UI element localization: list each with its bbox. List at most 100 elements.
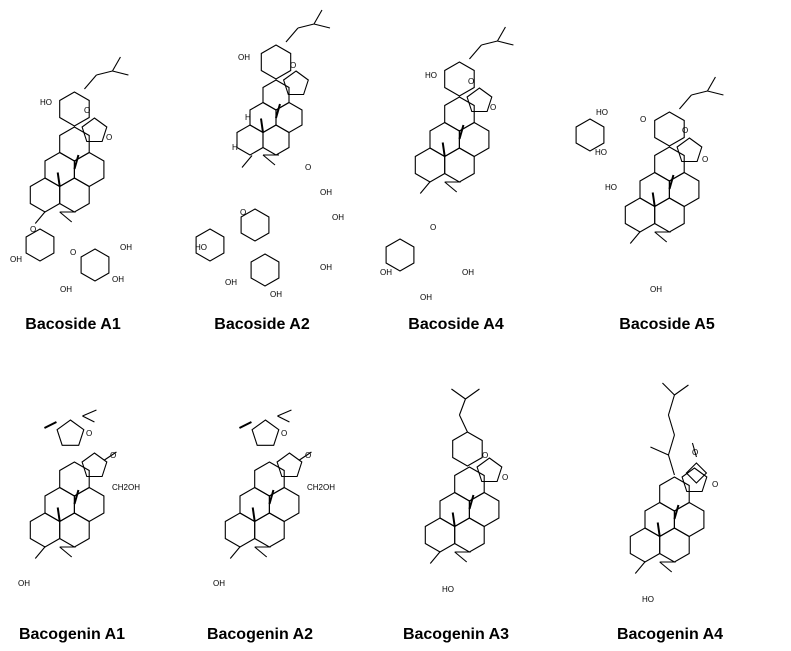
atom-label: O <box>281 429 287 438</box>
bond <box>112 70 129 76</box>
label-bacogenin-a2: Bacogenin A2 <box>206 626 314 643</box>
atom-label: HO <box>605 183 617 192</box>
bond <box>673 504 680 520</box>
bond <box>662 382 675 396</box>
ring <box>454 466 485 502</box>
ring <box>468 491 500 528</box>
bond <box>468 494 475 510</box>
bond <box>679 94 692 110</box>
ring <box>59 177 90 213</box>
ring <box>73 486 105 523</box>
bond <box>458 414 468 433</box>
ring <box>81 452 108 478</box>
ring <box>73 151 105 188</box>
ring <box>254 512 285 548</box>
bond <box>496 26 506 42</box>
bond <box>96 70 113 76</box>
bond <box>441 142 446 157</box>
atom-label: CH2OH <box>307 483 335 492</box>
bond <box>277 409 292 417</box>
bond <box>277 415 290 423</box>
ring <box>59 461 90 497</box>
atom-label: OH <box>10 255 22 264</box>
ring <box>59 512 90 548</box>
ring <box>262 79 290 111</box>
ring <box>629 527 661 563</box>
bond <box>260 118 264 133</box>
bond <box>651 192 656 207</box>
bond <box>241 155 253 168</box>
atom-label: O <box>692 448 698 457</box>
label-bacogenin-a3: Bacogenin A3 <box>402 626 510 643</box>
bond <box>667 394 675 416</box>
label-bacogenin-a4: Bacogenin A4 <box>616 626 724 643</box>
atom-label: OH <box>18 579 30 588</box>
atom-label: OH <box>60 285 72 294</box>
bond <box>707 90 724 96</box>
atom-label: OH <box>320 188 332 197</box>
ring <box>224 512 256 548</box>
ring <box>685 462 708 484</box>
atom-label: OH <box>238 53 250 62</box>
bond <box>56 172 61 187</box>
bond <box>629 231 641 244</box>
bond <box>465 388 480 400</box>
ring <box>80 248 110 282</box>
ring <box>260 44 292 80</box>
bond <box>34 546 46 559</box>
bond <box>238 421 252 429</box>
bond <box>668 174 675 190</box>
label-bacoside-a2: Bacoside A2 <box>214 316 310 333</box>
ring <box>276 452 303 478</box>
bond <box>82 409 97 417</box>
atom-label: O <box>110 451 116 460</box>
ring <box>676 137 703 163</box>
ring <box>654 111 685 147</box>
atom-label: O <box>290 61 296 70</box>
atom-label: O <box>640 115 646 124</box>
bond <box>691 90 708 96</box>
bond <box>73 489 80 505</box>
atom-label: O <box>30 225 36 234</box>
bond <box>56 507 61 522</box>
bond <box>706 76 716 92</box>
bond <box>444 181 458 193</box>
ring <box>575 118 605 152</box>
bond <box>650 446 669 456</box>
atom-label: O <box>305 451 311 460</box>
label-bacoside-a5: Bacoside A5 <box>619 316 715 333</box>
bond <box>34 211 46 224</box>
atom-label: OH <box>112 275 124 284</box>
bond <box>634 561 646 574</box>
ring <box>251 419 280 446</box>
atom-label: O <box>502 473 508 482</box>
ring <box>668 171 700 208</box>
atom-label: HO <box>642 595 654 604</box>
ring <box>654 146 685 182</box>
atom-label: O <box>70 248 76 257</box>
bond <box>297 23 315 29</box>
ring <box>659 476 690 512</box>
bond <box>299 451 312 461</box>
ring <box>29 512 61 548</box>
atom-label: OH <box>332 213 344 222</box>
bond <box>84 74 97 90</box>
ring <box>424 517 456 553</box>
ring <box>454 517 485 553</box>
ring <box>452 431 483 467</box>
ring <box>385 238 415 272</box>
bond <box>451 512 456 527</box>
bond <box>43 421 57 429</box>
ring <box>444 61 475 97</box>
atom-label: HO <box>40 98 52 107</box>
bond <box>254 546 268 558</box>
ring <box>444 96 475 132</box>
atom-label: O <box>712 480 718 489</box>
ring <box>654 197 685 233</box>
atom-label: HO <box>596 108 608 117</box>
bond <box>667 434 675 456</box>
label-bacogenin-a1: Bacogenin A1 <box>18 626 126 643</box>
